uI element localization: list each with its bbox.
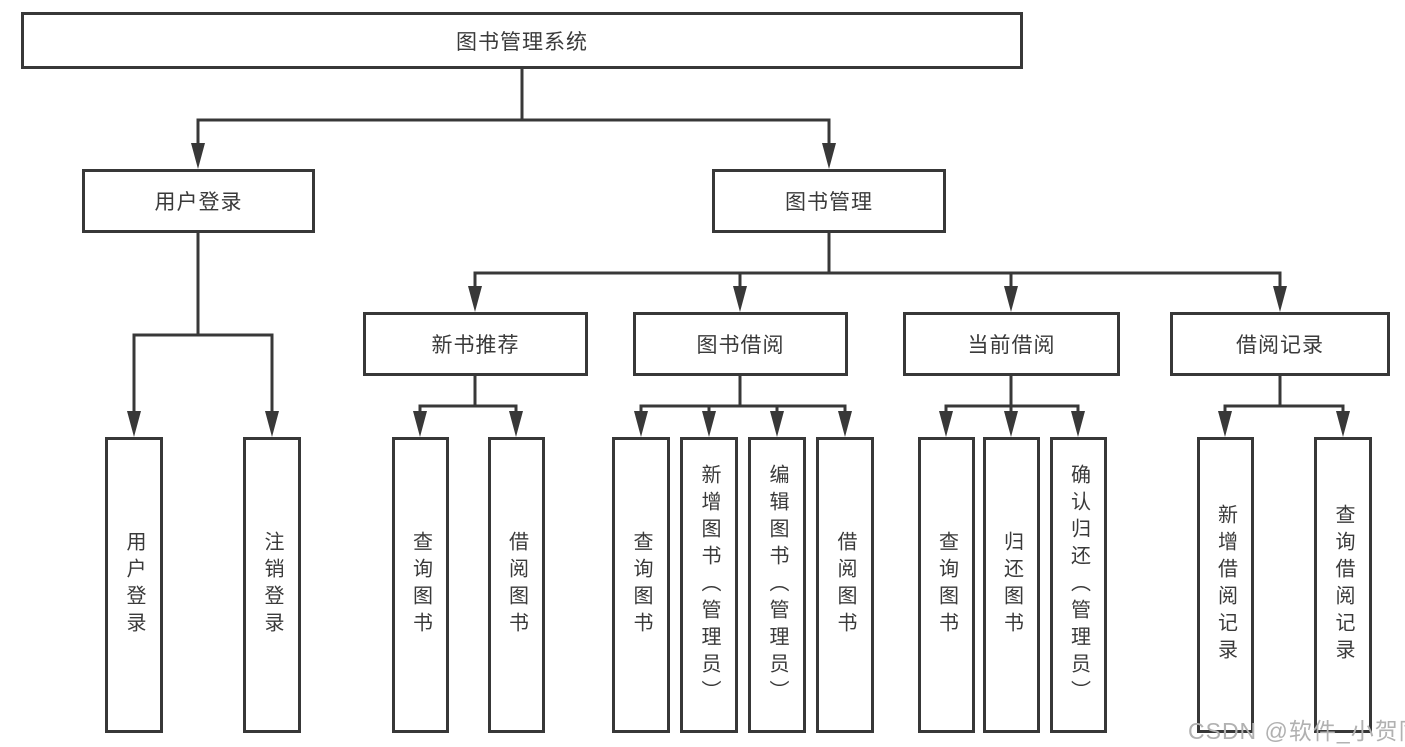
node-user-login: 用户登录 bbox=[82, 169, 315, 233]
node-current-borrowing: 当前借阅 bbox=[903, 312, 1120, 376]
leaf-edit-books-admin: 编辑图书（管理员） bbox=[748, 437, 806, 733]
leaf-add-borrow-record: 新增借阅记录 bbox=[1197, 437, 1254, 733]
leaf-borrow-books: 借阅图书 bbox=[488, 437, 545, 733]
leaf-search-books: 查询图书 bbox=[612, 437, 670, 733]
leaf-confirm-return-admin: 确认归还（管理员） bbox=[1050, 437, 1107, 733]
node-new-book-recommendation: 新书推荐 bbox=[363, 312, 588, 376]
csdn-watermark: CSDN @软件_小贺同学 bbox=[1188, 718, 1405, 744]
connector-lines bbox=[132, 69, 1345, 412]
node-borrowing-records: 借阅记录 bbox=[1170, 312, 1390, 376]
node-book-management: 图书管理 bbox=[712, 169, 946, 233]
leaf-add-books-admin: 新增图书（管理员） bbox=[680, 437, 738, 733]
node-book-borrowing: 图书借阅 bbox=[633, 312, 848, 376]
leaf-borrow-books: 借阅图书 bbox=[816, 437, 874, 733]
node-library-system: 图书管理系统 bbox=[21, 12, 1023, 69]
leaf-logout: 注销登录 bbox=[243, 437, 301, 733]
leaf-search-books: 查询图书 bbox=[392, 437, 449, 733]
leaf-return-books: 归还图书 bbox=[983, 437, 1040, 733]
leaf-search-books: 查询图书 bbox=[918, 437, 975, 733]
arrowhead-icon bbox=[127, 143, 1350, 437]
leaf-user-login: 用户登录 bbox=[105, 437, 163, 733]
leaf-search-borrow-record: 查询借阅记录 bbox=[1314, 437, 1372, 733]
